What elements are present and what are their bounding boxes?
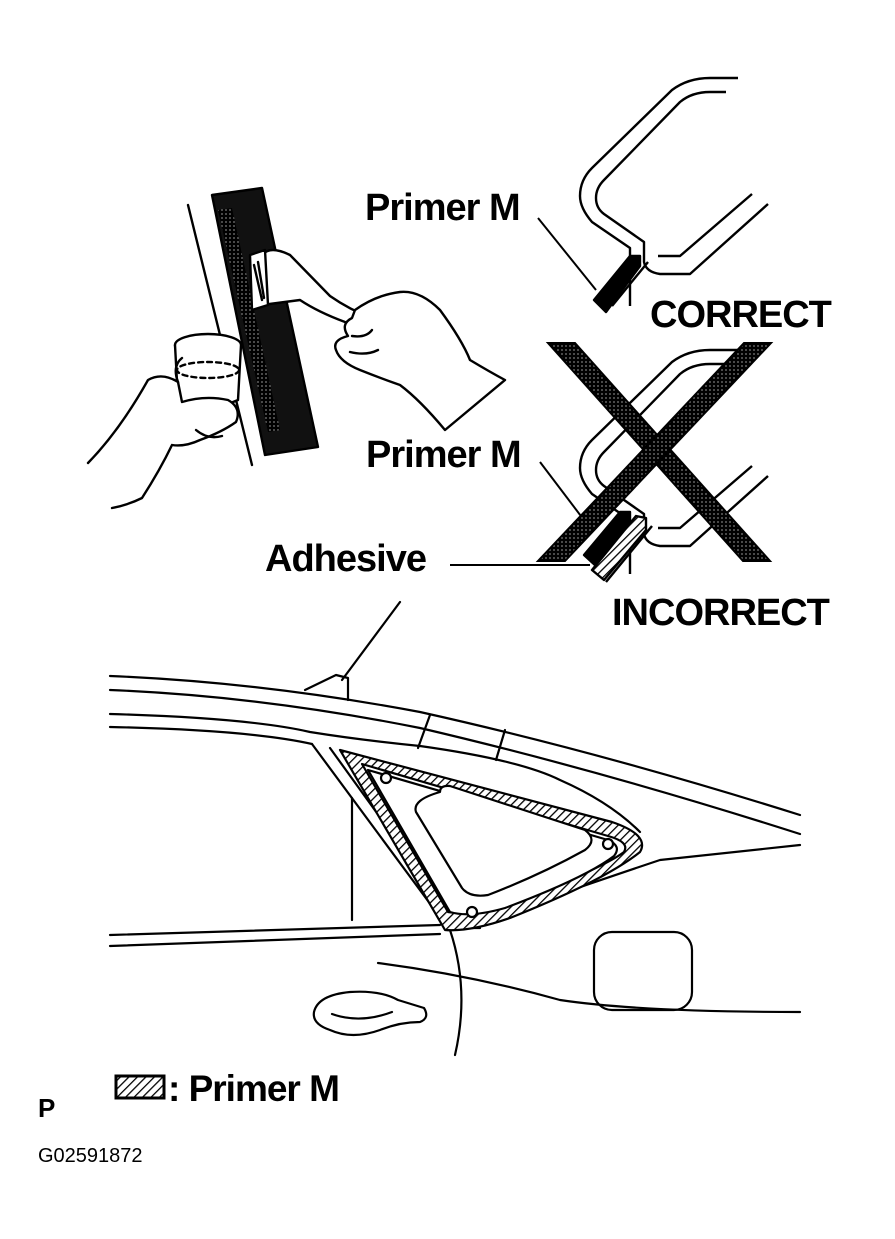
- primer-application-illustration: [86, 186, 507, 510]
- primer-layer: [582, 510, 632, 568]
- correct-label: CORRECT: [650, 294, 832, 336]
- adhesive-layer: [590, 514, 648, 582]
- quarter-window: [338, 748, 644, 932]
- primer-layer: [592, 254, 642, 314]
- hatched-rectangle-icon: [114, 1074, 166, 1100]
- primer-cup-icon: [173, 332, 243, 409]
- page-marker: P: [38, 1093, 55, 1123]
- primer-m-label-incorrect: Primer M: [366, 434, 522, 476]
- correct-cross-section: [537, 76, 769, 314]
- incorrect-label: INCORRECT: [612, 592, 830, 634]
- x-mark-icon: [535, 342, 774, 562]
- left-hand: [86, 375, 239, 510]
- legend-label: : Primer M: [168, 1068, 340, 1109]
- door-handle: [312, 990, 428, 1037]
- incorrect-cross-section: [450, 348, 769, 583]
- adhesive-label: Adhesive: [265, 538, 427, 580]
- fuel-door: [592, 930, 694, 1012]
- figure-code: G02591872: [38, 1145, 143, 1167]
- right-hand: [334, 290, 507, 432]
- primer-m-label-correct: Primer M: [365, 187, 521, 229]
